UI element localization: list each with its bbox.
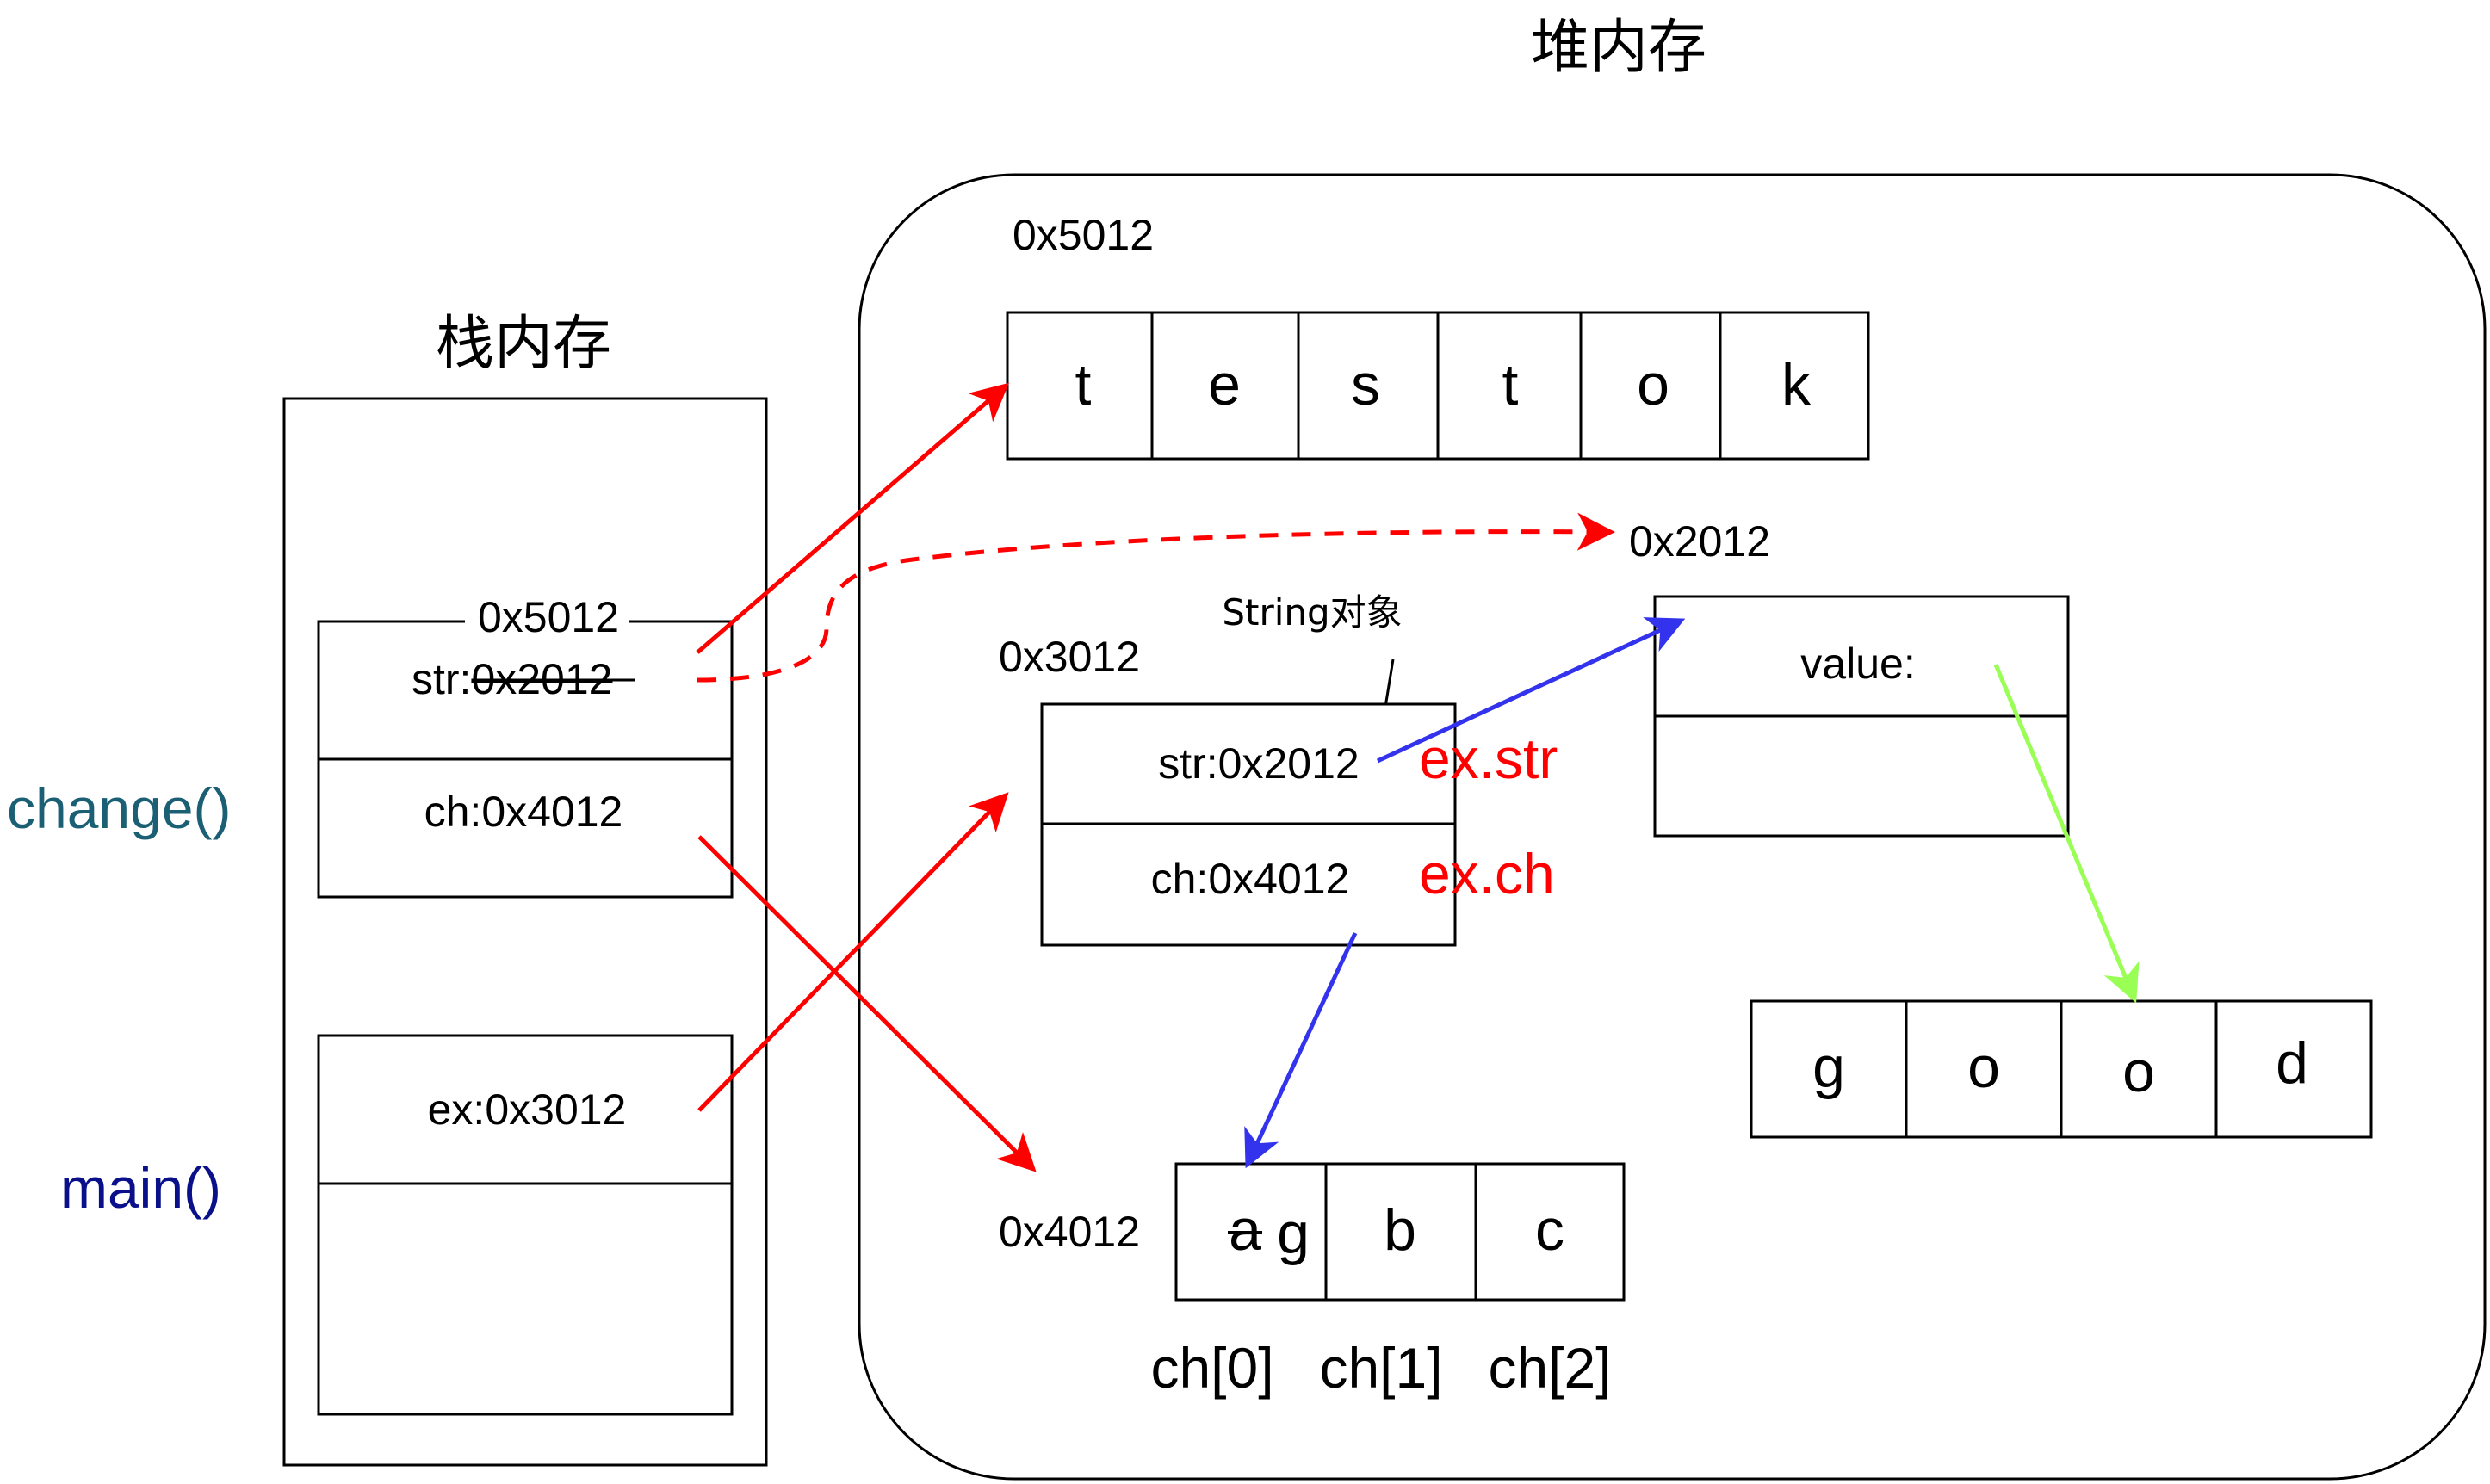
good-array: g o o d: [1750, 999, 2373, 1139]
arrow-stack-ch-to-abc: [697, 835, 1037, 1172]
testok-cell-5: k: [1781, 352, 1812, 417]
stack-ch-field: ch:0x4012: [424, 788, 623, 836]
testok-cell-0: t: [1075, 352, 1092, 417]
abc-cell-0-new: g: [1277, 1201, 1310, 1266]
arrow-value-to-good: [1993, 664, 2140, 1004]
stack-title: 栈内存: [436, 310, 611, 378]
abc-cell-0-old: a: [1229, 1197, 1261, 1263]
heap-addr-5012: 0x5012: [1013, 211, 1154, 259]
testok-cell-2: s: [1351, 352, 1380, 417]
good-cell-1: o: [1967, 1035, 2000, 1100]
ex-ch-field: ch:0x4012: [1151, 855, 1350, 903]
heap-title: 堆内存: [1531, 14, 1706, 82]
heap-addr-3012: 0x3012: [999, 633, 1140, 681]
testok-cell-4: o: [1637, 352, 1669, 417]
string-value-field: value:: [1800, 640, 1915, 688]
testok-cell-3: t: [1502, 352, 1519, 417]
change-frame: 0x5012 str:0x2012 ch:0x4012: [317, 593, 734, 899]
arrow-stack-str-to-testok: [696, 382, 1010, 654]
abc-index-1: ch[1]: [1319, 1336, 1442, 1400]
change-frame-label: change(): [7, 776, 232, 840]
abc-index-0: ch[0]: [1150, 1336, 1273, 1400]
arrow-ex-str-to-string: [1376, 617, 1686, 764]
ex-object-box: str:0x2012 ch:0x4012: [1040, 702, 1457, 947]
ex-str-alias: ex.str: [1419, 727, 1558, 790]
abc-array: a g b c: [1174, 1162, 1626, 1302]
abc-index-2: ch[2]: [1488, 1336, 1611, 1400]
stack-region: [282, 397, 768, 1467]
good-cell-3: d: [2276, 1030, 2308, 1096]
heap-region: [858, 173, 2487, 1481]
string-object-label: String对象: [1222, 591, 1402, 634]
ex-ch-alias: ex.ch: [1419, 842, 1555, 906]
testok-array: t e s t o k: [1006, 311, 1870, 461]
heap-addr-4012: 0x4012: [999, 1208, 1140, 1256]
main-frame: ex:0x3012: [317, 1034, 734, 1416]
arrow-ex-ch-to-abc: [1244, 931, 1358, 1169]
testok-cell-1: e: [1208, 352, 1241, 417]
arrow-main-ex-to-object: [697, 792, 1009, 1112]
main-frame-label: main(): [60, 1156, 221, 1220]
ex-str-field: str:0x2012: [1158, 739, 1359, 788]
good-cell-2: o: [2122, 1039, 2155, 1104]
abc-cell-2: c: [1535, 1197, 1564, 1263]
arrow-stack-str-to-string-dashed: [697, 512, 1615, 683]
stack-str-prefix: str:: [412, 655, 471, 703]
change-frame-address: 0x5012: [478, 593, 619, 641]
heap-addr-2012: 0x2012: [1629, 517, 1770, 566]
good-cell-0: g: [1812, 1035, 1845, 1100]
abc-cell-1: b: [1384, 1197, 1416, 1263]
stack-ex-field: ex:0x3012: [428, 1085, 627, 1134]
string-object-box: value:: [1653, 595, 2070, 838]
